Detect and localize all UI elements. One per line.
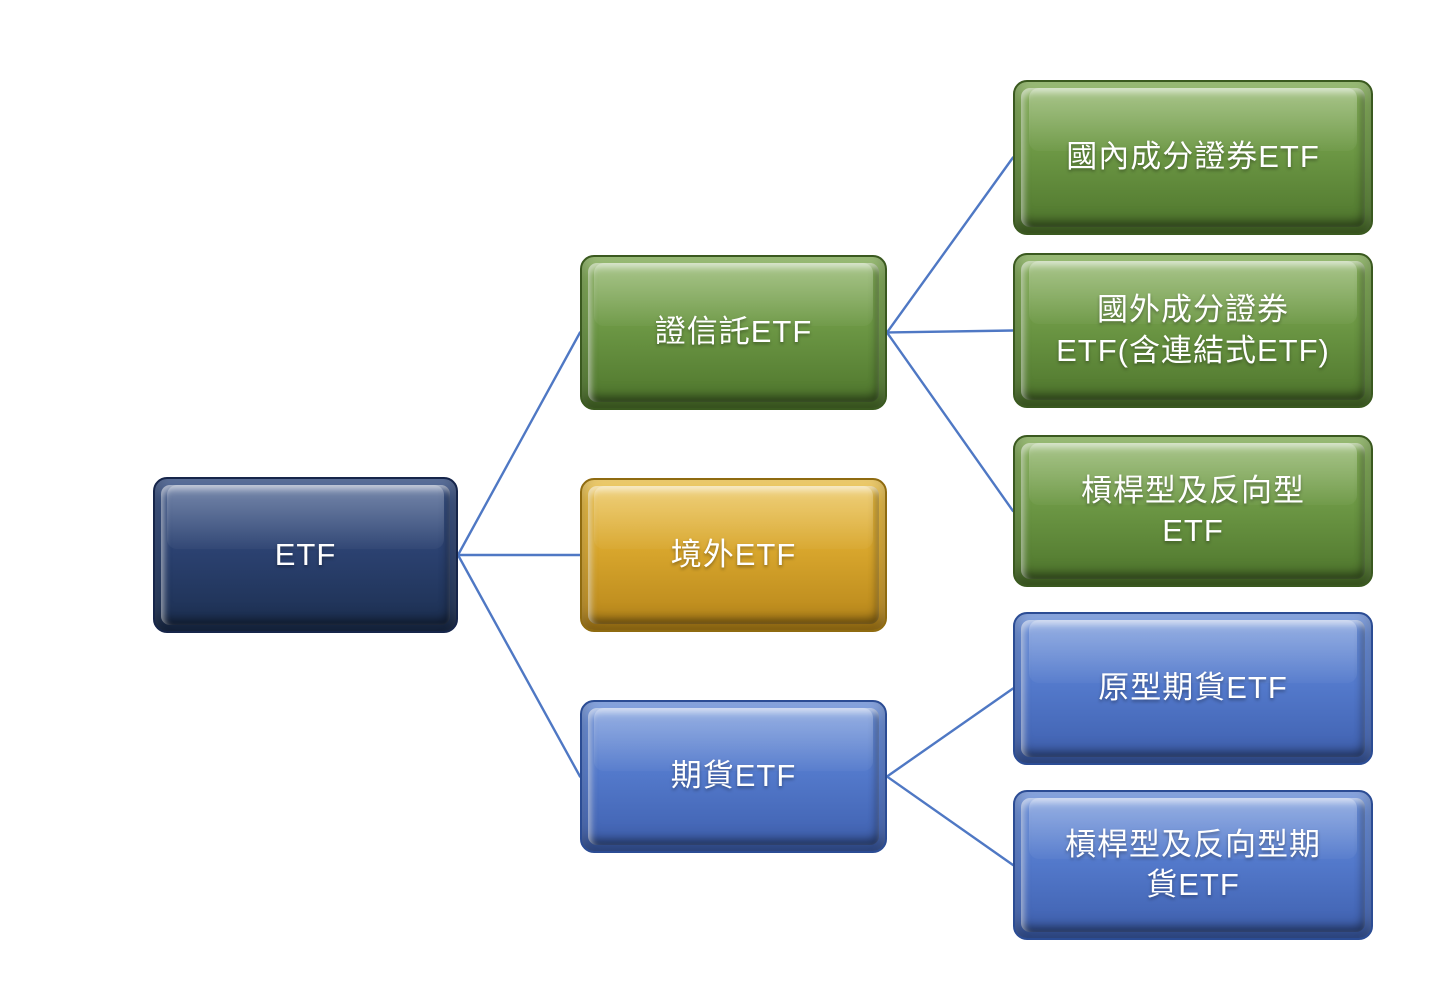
node-leveraged-inverse-etf: 槓桿型及反向型 ETF [1013,435,1373,587]
node-etf-root: ETF [153,477,458,633]
node-label: 證信託ETF [654,314,813,350]
node-label: 國外成分證券 ETF(含連結式ETF) [1056,292,1330,368]
node-label: 槓桿型及反向型期 貨ETF [1065,826,1321,902]
node-label: 國內成分證券ETF [1066,139,1320,175]
node-offshore-etf: 境外ETF [580,478,887,632]
node-label: ETF [274,536,337,572]
node-leveraged-inverse-futures-etf: 槓桿型及反向型期 貨ETF [1013,790,1373,940]
node-plain-futures-etf: 原型期貨ETF [1013,612,1373,765]
node-foreign-component-etf: 國外成分證券 ETF(含連結式ETF) [1013,253,1373,408]
node-label: 槓桿型及反向型 ETF [1081,472,1305,548]
node-futures-etf: 期貨ETF [580,700,887,853]
node-domestic-component-etf: 國內成分證券ETF [1013,80,1373,235]
node-label: 原型期貨ETF [1098,670,1288,706]
node-securities-trust-etf: 證信託ETF [580,255,887,410]
node-label: 期貨ETF [670,758,797,794]
node-label: 境外ETF [670,536,797,572]
